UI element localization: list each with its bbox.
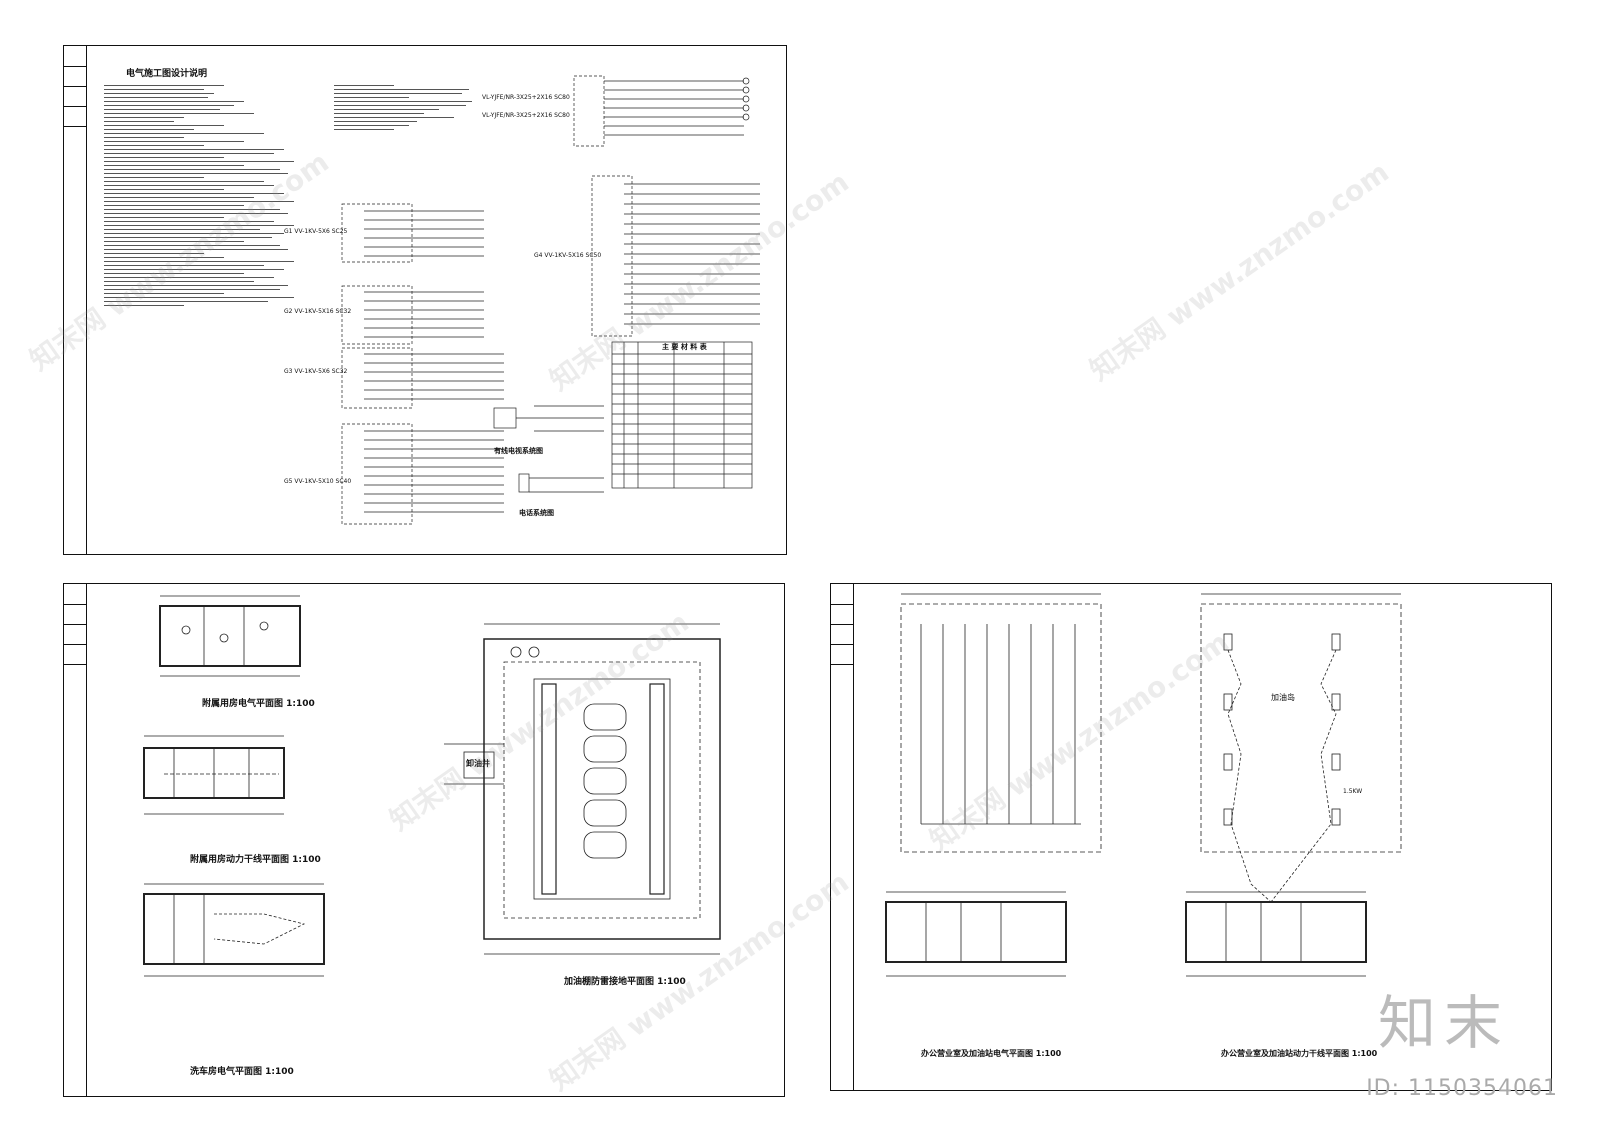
brand-logo: 知末 [1377,989,1510,1057]
title-strip-2 [64,584,87,1096]
plan3-title: 洗车房电气平面图 1:100 [190,1067,294,1077]
feeder-label-g2: G2 VV-1KV-5X16 SC32 [284,308,352,315]
plan2-title: 附属用房动力干线平面图 1:100 [190,855,321,865]
phone-system-title: 电话系统图 [519,509,554,517]
title-strip [64,46,87,554]
feeder-label-g5: G5 VV-1KV-5X10 SC40 [284,478,352,485]
sheet-auxiliary-plans: 附属用房电气平面图 1:100 附属用房动力干线平面图 1:100 洗车房电气平… [63,583,785,1097]
upper-cable-2: VL-YJFE/NR-3X25+2X16 SC80 [482,112,570,119]
design-notes-text-2 [334,82,484,133]
auxiliary-plans-drawings [143,595,721,977]
feeder-label-g3: G3 VV-1KV-5X6 SC32 [284,368,348,375]
motor-rating-label: 1.5KW [1343,788,1363,795]
fuel-island-label: 加油岛 [1271,693,1295,702]
office-electrical-plan-title: 办公营业室及加油站电气平面图 1:100 [921,1049,1062,1058]
office-station-drawings [885,593,1402,977]
office-power-plan-title: 办公营业室及加油站动力干线平面图 1:100 [1221,1049,1378,1058]
upper-cable-1: VL-YJFE/NR-3X25+2X16 SC80 [482,94,570,101]
cable-tv-title: 有线电视系统图 [494,447,543,455]
feeder-label-g4: G4 VV-1KV-5X16 SC50 [534,252,602,259]
watermark: 知末网 www.znzmo.com [1083,155,1395,388]
panel-schedules [341,75,760,525]
design-notes-text [104,82,304,309]
sheet-electrical-notes-and-systems: 电气施工图设计说明 G1 VV-1KV-5X6 SC25 G2 VV-1KV-5… [63,45,787,555]
title-strip-3 [831,584,854,1090]
canopy-plan-title: 加油棚防雷接地平面图 1:100 [564,977,686,987]
unloading-well-label: 卸油井 [466,759,490,768]
image-id: ID: 1150354061 [1366,1076,1558,1101]
sheet-office-and-station-plans: 加油岛 1.5KW 办公营业室及加油站电气平面图 1:100 办公营业室及加油站… [830,583,1552,1091]
design-notes-title: 电气施工图设计说明 [126,69,208,79]
plan1-title: 附属用房电气平面图 1:100 [202,699,315,709]
materials-table-title: 主 要 材 料 表 [662,343,707,351]
feeder-label-g1: G1 VV-1KV-5X6 SC25 [284,228,348,235]
